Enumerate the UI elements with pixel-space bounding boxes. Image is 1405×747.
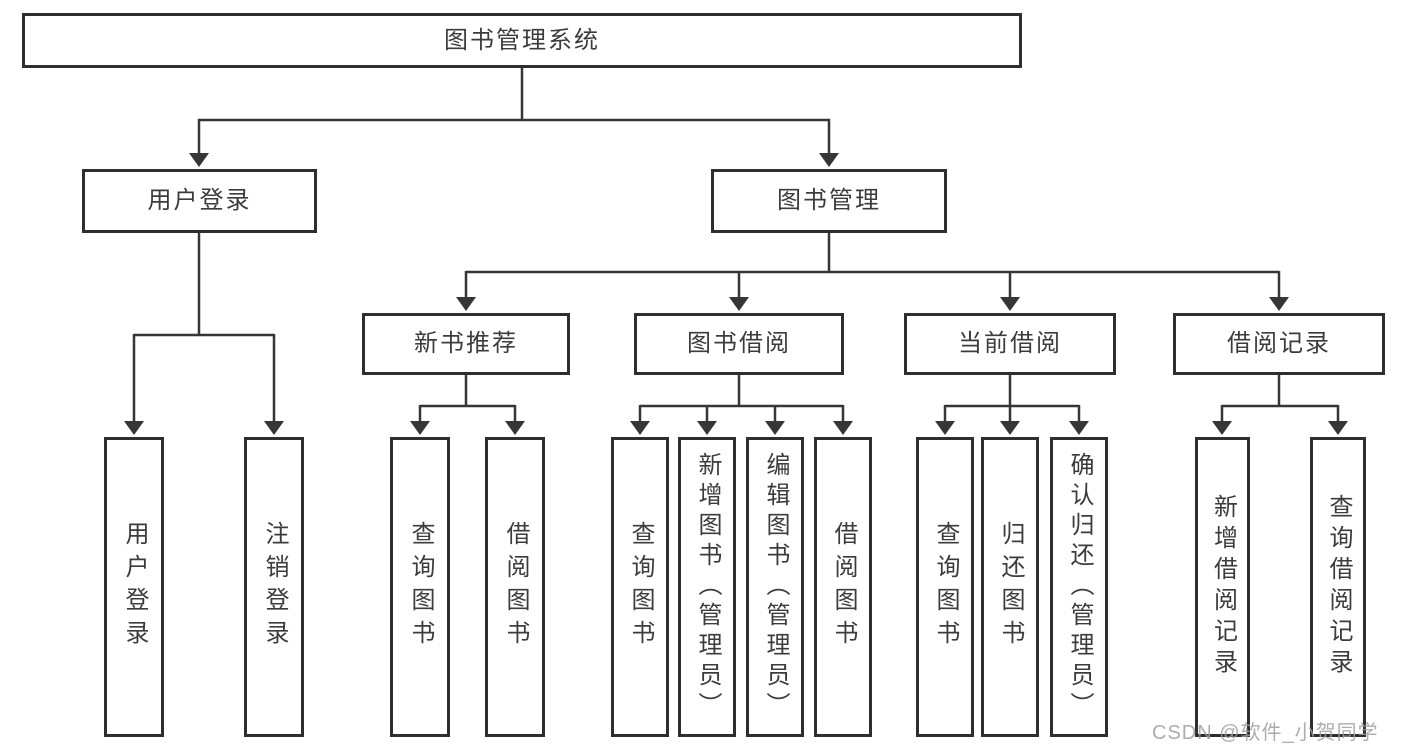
leaf-label: 归还图书: [997, 521, 1024, 653]
leaf-label: 新增图书（管理员）: [694, 452, 721, 722]
leaf-add-borrow-record: 新增借阅记录: [1195, 437, 1250, 737]
leaf-query-book-3: 查询图书: [916, 437, 974, 737]
node-book-management: 图书管理: [711, 169, 947, 233]
leaf-label: 用户登录: [121, 521, 148, 653]
node-label: 借阅记录: [1227, 330, 1331, 357]
leaf-borrow-book-1: 借阅图书: [485, 437, 545, 737]
leaf-borrow-book-2: 借阅图书: [814, 437, 872, 737]
node-label: 图书管理系统: [444, 26, 600, 54]
leaf-query-borrow-record: 查询借阅记录: [1310, 437, 1366, 737]
leaf-user-login: 用户登录: [104, 437, 164, 737]
leaf-label: 确认归还（管理员）: [1066, 452, 1093, 722]
node-book-borrow: 图书借阅: [634, 313, 844, 375]
node-label: 图书借阅: [687, 330, 791, 357]
node-label: 用户登录: [147, 187, 252, 214]
leaf-query-book-1: 查询图书: [390, 437, 450, 737]
node-library-management-system: 图书管理系统: [22, 13, 1022, 68]
leaf-confirm-return-admin: 确认归还（管理员）: [1050, 437, 1108, 737]
node-current-borrow: 当前借阅: [904, 313, 1116, 375]
leaf-label: 借阅图书: [502, 521, 529, 653]
leaf-label: 编辑图书（管理员）: [762, 452, 789, 722]
leaf-label: 注销登录: [261, 521, 288, 653]
leaf-query-book-2: 查询图书: [611, 437, 669, 737]
node-label: 新书推荐: [414, 330, 518, 357]
leaf-edit-book-admin: 编辑图书（管理员）: [746, 437, 804, 737]
leaf-label: 查询借阅记录: [1325, 494, 1352, 680]
leaf-add-book-admin: 新增图书（管理员）: [678, 437, 736, 737]
node-user-login: 用户登录: [82, 169, 317, 233]
node-borrow-records: 借阅记录: [1173, 313, 1385, 375]
leaf-logout: 注销登录: [244, 437, 304, 737]
leaf-label: 借阅图书: [830, 521, 857, 653]
node-label: 图书管理: [777, 187, 881, 214]
leaf-label: 查询图书: [627, 521, 654, 653]
node-label: 当前借阅: [958, 330, 1062, 357]
leaf-return-book: 归还图书: [981, 437, 1039, 737]
leaf-label: 查询图书: [932, 521, 959, 653]
leaf-label: 查询图书: [407, 521, 434, 653]
node-new-book-recommend: 新书推荐: [362, 313, 570, 375]
leaf-label: 新增借阅记录: [1209, 494, 1237, 680]
